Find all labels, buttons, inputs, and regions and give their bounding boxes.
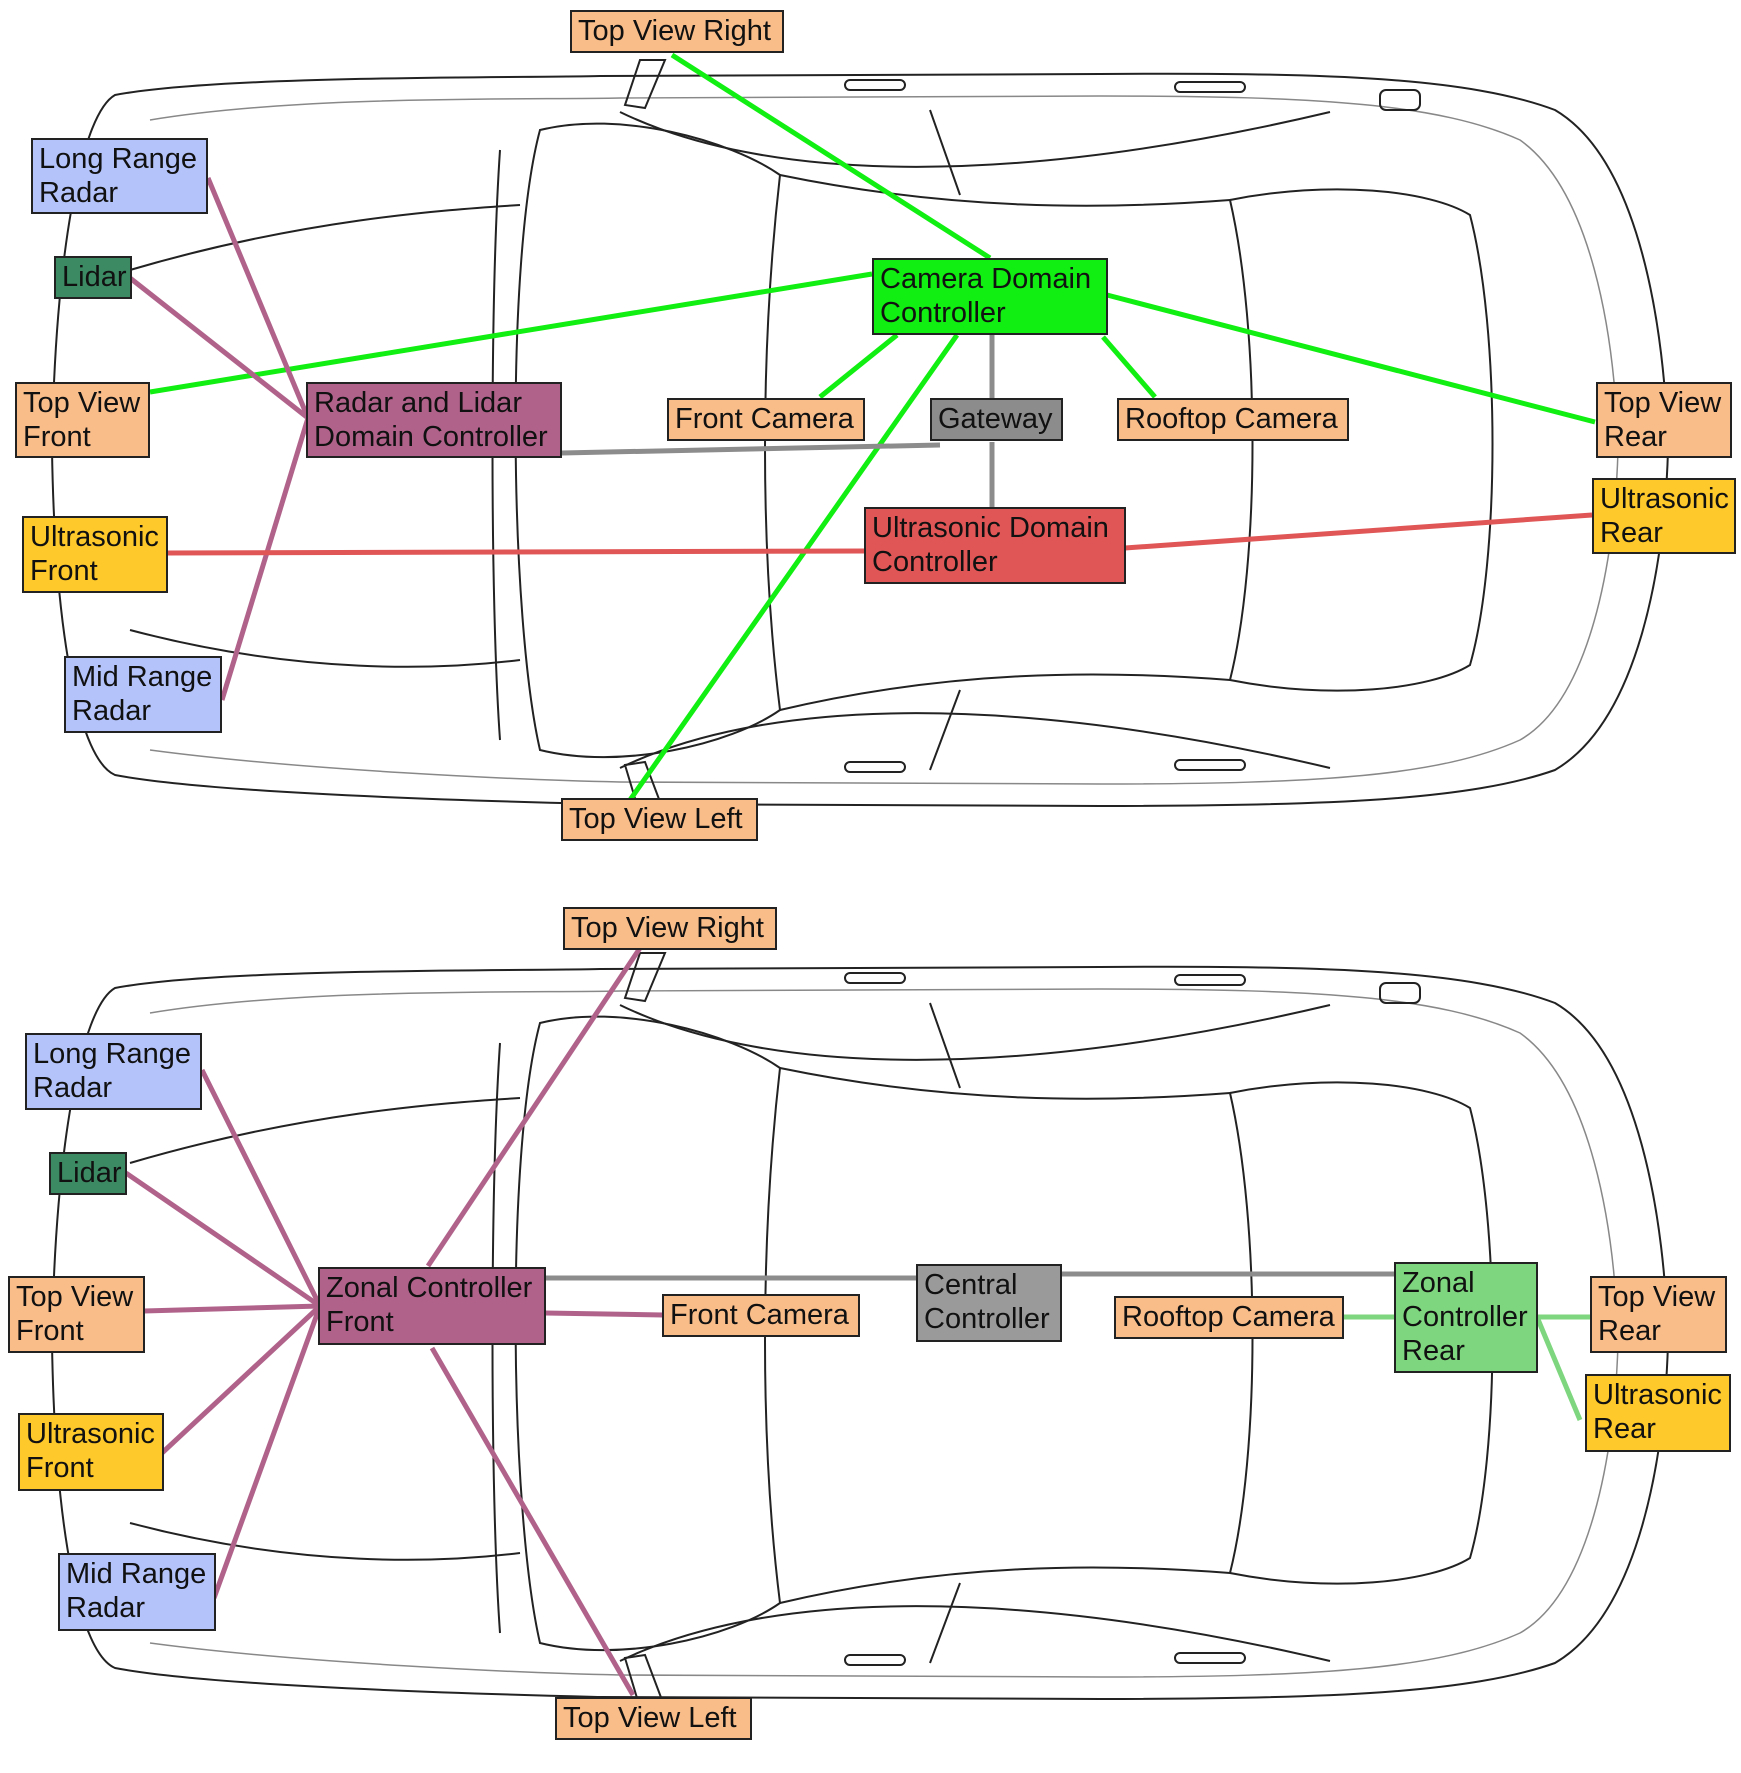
- link-tvr-cdc: [670, 52, 992, 261]
- camera-links: [149, 52, 1596, 802]
- node-ultrasonic-front: Ultrasonic Front: [22, 516, 168, 593]
- node-ultrasonic-front: Ultrasonic Front: [18, 1413, 164, 1491]
- ultrasonic-links: [167, 512, 1593, 556]
- zonal-front-links: [124, 946, 664, 1697]
- link-zcf-fc: [544, 1310, 664, 1318]
- node-long-range-radar: Long Range Radar: [31, 138, 208, 214]
- node-rooftop-camera: Rooftop Camera: [1114, 1296, 1344, 1339]
- node-gateway: Gateway: [930, 398, 1063, 441]
- node-lidar: Lidar: [54, 256, 132, 299]
- node-top-view-front: Top View Front: [15, 382, 150, 458]
- link-rc-cdc: [1101, 335, 1157, 399]
- backbone-links: [545, 1271, 1395, 1281]
- node-camera-domain-controller: Camera Domain Controller: [872, 258, 1108, 335]
- node-top-view-right: Top View Right: [570, 10, 784, 53]
- link-zcr-usr: [1534, 1316, 1583, 1421]
- link-lrr-zcf: [199, 1068, 323, 1308]
- node-top-view-rear: Top View Rear: [1590, 1276, 1727, 1353]
- link-mrr-zcf: [211, 1305, 323, 1599]
- connections-top: [128, 52, 1596, 802]
- link-lidar-rldc: [128, 276, 310, 420]
- link-fc-cdc: [818, 333, 899, 399]
- node-rooftop-camera: Rooftop Camera: [1117, 398, 1349, 441]
- node-ultrasonic-rear: Ultrasonic Rear: [1592, 478, 1736, 554]
- node-long-range-radar: Long Range Radar: [25, 1033, 202, 1110]
- node-top-view-right: Top View Right: [563, 907, 777, 950]
- link-tvf-cdc: [149, 271, 873, 395]
- node-mid-range-radar: Mid Range Radar: [64, 656, 222, 733]
- zonal-rear-links: [1343, 1314, 1592, 1421]
- link-usf-zcf: [160, 1304, 322, 1455]
- node-top-view-rear: Top View Rear: [1596, 382, 1732, 458]
- link-tvl-cdc: [627, 333, 960, 802]
- link-rldc-gw: [561, 442, 941, 456]
- node-mid-range-radar: Mid Range Radar: [58, 1553, 216, 1631]
- node-front-camera: Front Camera: [667, 398, 865, 441]
- node-zonal-controller-rear: Zonal Controller Rear: [1394, 1262, 1538, 1373]
- link-zcf-tvl: [429, 1346, 636, 1697]
- node-top-view-left: Top View Left: [555, 1697, 752, 1740]
- link-tvf-zcf: [143, 1303, 321, 1314]
- node-radar-lidar-domain-controller: Radar and Lidar Domain Controller: [306, 382, 562, 458]
- link-tvr-zcf: [425, 946, 643, 1268]
- node-lidar: Lidar: [49, 1152, 127, 1195]
- gateway-links: [561, 335, 995, 508]
- link-mrr-rldc: [219, 417, 311, 701]
- link-usf-usdc: [167, 548, 868, 556]
- node-central-controller: Central Controller: [916, 1264, 1062, 1342]
- link-usdc-usr: [1124, 512, 1593, 551]
- node-top-view-left: Top View Left: [561, 798, 758, 841]
- zonal-architecture-panel: Top View Right Long Range Radar Lidar To…: [0, 893, 1741, 1773]
- link-tvrear-cdc: [1106, 292, 1596, 425]
- link-lidar-zcf: [124, 1170, 322, 1309]
- domain-architecture-panel: Top View Right Long Range Radar Lidar To…: [0, 0, 1741, 880]
- node-top-view-front: Top View Front: [8, 1276, 145, 1353]
- node-zonal-controller-front: Zonal Controller Front: [318, 1267, 546, 1345]
- link-lrr-rldc: [205, 177, 311, 419]
- connections-bottom: [124, 946, 1592, 1697]
- node-front-camera: Front Camera: [662, 1294, 860, 1337]
- radar-lidar-links: [128, 177, 311, 701]
- node-ultrasonic-domain-controller: Ultrasonic Domain Controller: [864, 507, 1126, 584]
- node-ultrasonic-rear: Ultrasonic Rear: [1585, 1374, 1731, 1452]
